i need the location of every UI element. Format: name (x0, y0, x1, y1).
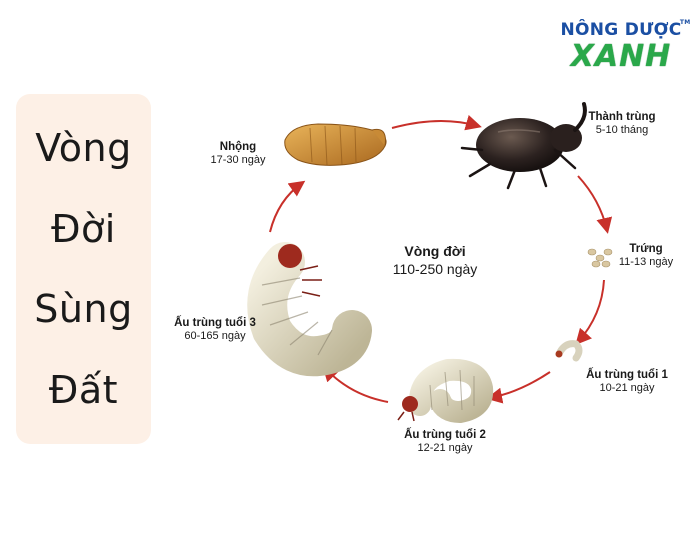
eggs-illustration (587, 248, 613, 268)
stage-larva3-duration: 60-165 ngày (184, 330, 246, 343)
stage-adult-duration: 5-10 tháng (595, 124, 649, 137)
stage-pupa-duration: 17-30 ngày (210, 154, 266, 167)
cycle-title: Vòng đời (404, 243, 466, 259)
larva-stage1-illustration (555, 340, 583, 362)
adult-beetle-illustration (460, 102, 587, 190)
stage-egg-label: Trứng 11-13 ngày (606, 242, 686, 270)
stage-adult-label: Thành trùng 5-10 tháng (572, 110, 672, 138)
stage-pupa-label: Nhộng 17-30 ngày (198, 140, 278, 168)
stage-larva1-label: Ấu trùng tuổi 1 10-21 ngày (572, 368, 682, 396)
stage-egg-duration: 11-13 ngày (618, 256, 674, 269)
stage-larva3-label: Ấu trùng tuổi 3 60-165 ngày (160, 316, 270, 344)
arrow-larva3-to-pupa (269, 180, 306, 233)
stage-adult-name: Thành trùng (588, 111, 656, 123)
arrow-pupa-to-adult (391, 114, 482, 131)
cycle-summary: Vòng đời 110-250 ngày (370, 242, 500, 278)
title-panel: Vòng Đời Sùng Đất (16, 94, 151, 444)
cycle-duration: 110-250 ngày (392, 261, 478, 278)
brand-top-text: NÔNG DƯỢC (560, 20, 682, 40)
stage-larva2-duration: 12-21 ngày (417, 442, 473, 455)
brand-name-top: NÔNG DƯỢC TM (560, 20, 690, 40)
brand-name-bottom: XANH (570, 39, 672, 74)
arrow-larva1-to-larva2 (486, 371, 551, 404)
stage-larva1-name: Ấu trùng tuổi 1 (586, 369, 668, 381)
title-word-1: Vòng (35, 126, 132, 171)
stage-larva2-name: Ấu trùng tuổi 2 (404, 429, 486, 441)
larva-stage3-illustration (247, 242, 372, 377)
title-word-2: Đời (51, 206, 116, 251)
pupa-illustration (284, 123, 387, 166)
stage-egg-name: Trứng (629, 243, 663, 255)
title-word-3: Sùng (34, 287, 133, 332)
brand-logo: NÔNG DƯỢC TM XANH (556, 20, 690, 74)
larva-stage2-illustration (397, 358, 494, 424)
stage-larva3-name: Ấu trùng tuổi 3 (174, 317, 256, 329)
stage-pupa-name: Nhộng (219, 141, 257, 153)
trademark-mark: TM (679, 19, 691, 26)
arrow-egg-to-larva1 (575, 279, 605, 345)
title-word-4: Đất (48, 367, 119, 412)
stage-larva2-label: Ấu trùng tuổi 2 12-21 ngày (390, 428, 500, 456)
arrow-adult-to-egg (577, 175, 613, 234)
stage-larva1-duration: 10-21 ngày (599, 382, 655, 395)
